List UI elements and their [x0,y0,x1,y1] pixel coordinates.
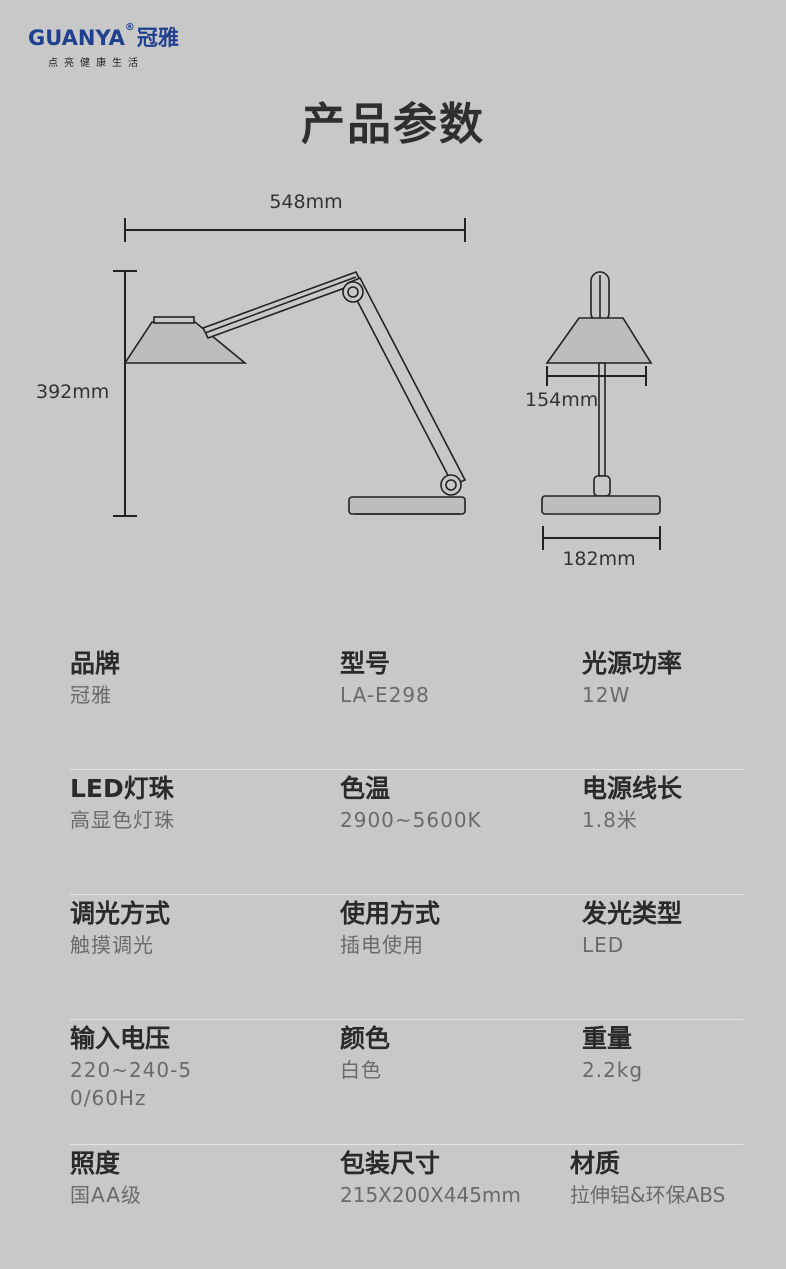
brand-slogan: 点亮健康生活 [48,58,144,69]
spec-value: 215X200X445mm [340,1183,521,1207]
spec-cell: 颜色白色 [340,1022,390,1084]
spec-value: 拉伸铝&环保ABS [570,1183,726,1207]
spec-value: LED [582,933,625,957]
spec-label: LED灯珠 [70,774,174,803]
spec-cell: 发光类型 LED [582,897,682,959]
spec-value: 1.8米 [582,808,638,832]
spec-cell: 材质拉伸铝&环保ABS [570,1147,725,1209]
spec-label: 颜色 [340,1024,391,1053]
lamp-dimension-drawing: 548mm 392mm 154mm 182m [36,191,661,570]
spec-cell: 电源线长 1.8米 [582,772,682,834]
spec-value: 高显色灯珠 [70,808,175,832]
shade-diameter-label: 154mm [525,389,598,411]
shade-dimension-line [546,366,647,386]
spec-label: 输入电压 [70,1024,171,1053]
brand-name-cn: 冠雅 [136,26,179,50]
spec-label: 发光类型 [582,899,683,928]
spec-cell: 输入电压 220~240-50/60Hz [70,1022,210,1112]
spec-label: 品牌 [70,649,121,678]
spec-value: LA-E298 [340,683,430,707]
spec-cell: 调光方式触摸调光 [70,897,170,959]
width-dimension-line [124,218,466,242]
spec-cell: 品牌冠雅 [70,647,120,709]
spec-cell: 照度国AA级 [70,1147,142,1209]
spec-label: 型号 [340,649,391,678]
brand-name: GUANYA®冠雅 [28,22,179,50]
page-title: 产品参数 [301,99,485,150]
spec-label: 照度 [70,1149,121,1178]
spec-label: 材质 [570,1149,621,1178]
spec-value: 插电使用 [340,933,424,957]
spec-cell: LED灯珠高显色灯珠 [70,772,175,834]
spec-row: 品牌冠雅 型号 LA-E298 光源功率 12W [70,645,743,770]
spec-cell: 型号 LA-E298 [340,647,430,709]
spec-table: 品牌冠雅 型号 LA-E298 光源功率 12W LED灯珠高显色灯珠 色温 2900… [70,645,743,1269]
spec-cell: 重量 2.2kg [582,1022,643,1084]
height-dimension-line [113,270,137,517]
width-label: 548mm [269,191,342,213]
spec-label: 光源功率 [582,649,683,678]
spec-row: 调光方式触摸调光 使用方式插电使用 发光类型 LED [70,895,743,1020]
spec-label: 使用方式 [340,899,441,928]
spec-value: 触摸调光 [70,933,154,957]
height-label: 392mm [36,381,109,403]
spec-value: 2900~5600K [340,808,482,832]
spec-value: 国AA级 [70,1183,142,1207]
spec-label: 色温 [340,774,391,803]
spec-cell: 包装尺寸 215X200X445mm [340,1147,521,1209]
brand-name-en: GUANYA [28,26,125,50]
spec-cell: 使用方式插电使用 [340,897,440,959]
spec-label: 重量 [582,1024,633,1053]
spec-value: 冠雅 [70,683,112,707]
lamp-side-view [123,271,467,515]
spec-value: 2.2kg [582,1058,644,1082]
spec-value: 12W [582,683,631,707]
lamp-front-view [541,271,661,515]
spec-label: 包装尺寸 [340,1149,441,1178]
base-width-label: 182mm [562,548,635,570]
spec-row: 输入电压 220~240-50/60Hz 颜色白色 重量 2.2kg [70,1020,743,1145]
spec-row: 照度国AA级 包装尺寸 215X200X445mm 材质拉伸铝&环保ABS [70,1145,743,1269]
spec-value: 白色 [340,1058,382,1082]
spec-label: 调光方式 [70,899,171,928]
spec-row: LED灯珠高显色灯珠 色温 2900~5600K 电源线长 1.8米 [70,770,743,895]
spec-value: 220~240-50/60Hz [70,1058,193,1110]
brand-logo: GUANYA®冠雅 点亮健康生活 [28,22,179,69]
spec-label: 电源线长 [582,774,683,803]
base-dimension-line [542,526,661,550]
spec-cell: 光源功率 12W [582,647,682,709]
spec-cell: 色温 2900~5600K [340,772,482,834]
